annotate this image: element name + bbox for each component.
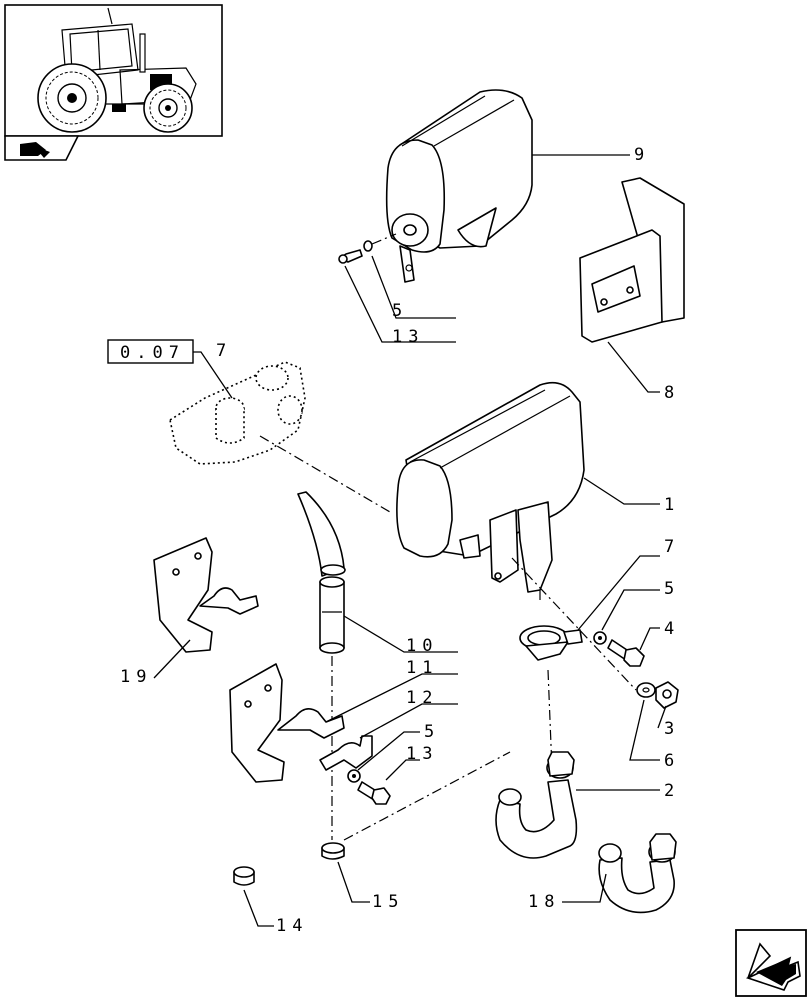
- reference-box-label: 0.07: [120, 343, 185, 363]
- clamp-12: [319, 735, 373, 771]
- exhaust-manifold-reference: [169, 361, 391, 513]
- callout-10: 10: [406, 636, 438, 656]
- elbow-pipe-2: [495, 751, 578, 859]
- callout-7: 7: [664, 537, 680, 557]
- leader-lines: [153, 154, 667, 927]
- reference-box[interactable]: 0.07: [107, 339, 194, 364]
- next-page-arrow-icon[interactable]: [735, 929, 807, 997]
- callout-12: 12: [406, 688, 438, 708]
- callout-14: 14: [276, 916, 308, 936]
- clamp-7: [519, 625, 583, 771]
- callout-2: 2: [664, 781, 680, 801]
- callout-6: 6: [664, 751, 680, 771]
- callout-18: 18: [528, 892, 560, 912]
- callout-1: 1: [664, 495, 680, 515]
- bolt-washer-mid: [593, 631, 645, 667]
- callout-13-low: 13: [406, 744, 438, 764]
- washer-nut-low: [636, 681, 679, 709]
- tractor-thumbnail-icon[interactable]: [4, 4, 223, 137]
- elbow-pipe-18: [598, 833, 677, 914]
- callout-8: 8: [664, 383, 680, 403]
- callout-5-mid: 5: [664, 579, 680, 599]
- callout-4: 4: [664, 619, 680, 639]
- bolt-washer-low: [347, 769, 391, 805]
- callout-7-ref: 7: [216, 341, 232, 361]
- callout-15: 15: [372, 892, 404, 912]
- rubber-ring-14: [233, 866, 255, 886]
- callout-5-low: 5: [424, 722, 440, 742]
- bracket-19: [153, 537, 259, 653]
- tailpipe-10: [297, 491, 346, 840]
- callout-5-top: 5: [392, 301, 408, 321]
- bracket-8: [579, 177, 685, 343]
- bolt-washer-top: [338, 233, 397, 264]
- rubber-ring-15: [321, 842, 345, 860]
- callout-13-top: 13: [392, 327, 424, 347]
- section-flag-icon[interactable]: [4, 135, 80, 161]
- callout-9: 9: [634, 145, 650, 165]
- callout-11: 11: [406, 658, 438, 678]
- bracket-11: [229, 663, 345, 783]
- muffler-upper: [385, 89, 533, 283]
- callout-3: 3: [664, 719, 680, 739]
- callout-19: 19: [120, 667, 152, 687]
- muffler-main: [396, 381, 637, 691]
